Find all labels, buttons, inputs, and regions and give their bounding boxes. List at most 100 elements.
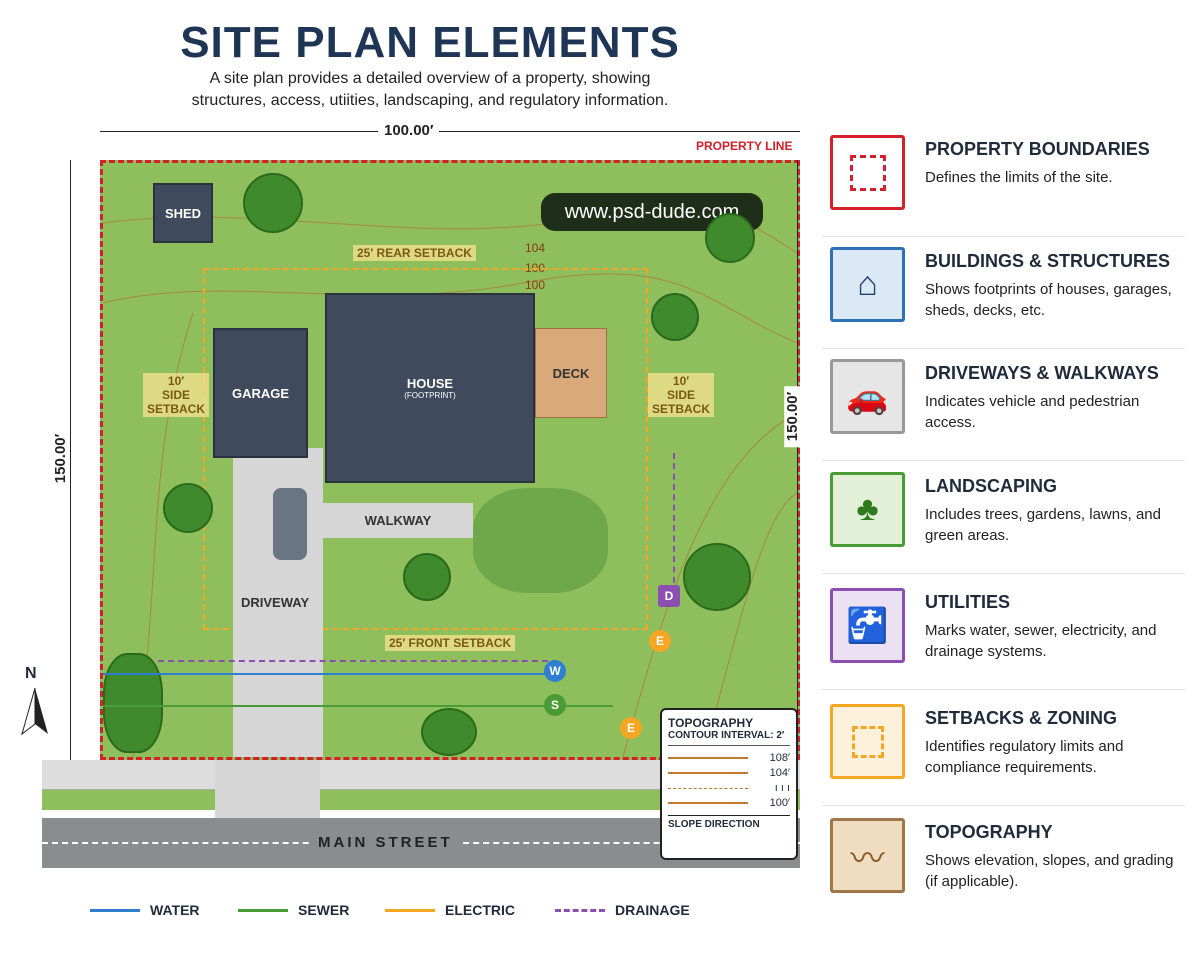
car-icon: 🚗 (830, 359, 905, 434)
card-description: Includes trees, gardens, lawns, and gree… (925, 506, 1161, 544)
water-marker: W (544, 660, 566, 682)
card-title: DRIVEWAYS & WALKWAYS (925, 363, 1159, 383)
contour-value: 100′ (769, 797, 790, 809)
water-line (103, 673, 555, 675)
subtitle-line: A site plan provides a detailed overview… (209, 70, 651, 87)
house-sublabel: (FOOTPRINT) (404, 391, 456, 400)
card-utilities: 🚰 UTILITIES Marks water, sewer, electricit… (822, 578, 1185, 690)
north-arrow-icon (21, 688, 48, 736)
north-label: N (25, 665, 37, 682)
electric-marker: E (620, 717, 642, 739)
contour-value: 104′ (769, 767, 790, 779)
sewer-marker: S (544, 694, 566, 716)
card-driveways: 🚗 DRIVEWAYS & WALKWAYS Indicates vehicle a… (822, 349, 1185, 461)
driveway-label: DRIVEWAY (241, 595, 310, 610)
tree (403, 553, 451, 601)
tree (683, 543, 751, 611)
sewer-line (103, 705, 613, 707)
card-description: Shows footprints of houses, garages, she… (925, 281, 1172, 319)
tree (103, 653, 163, 753)
contour-icon: 〰 (830, 818, 905, 893)
depth-dimension-left: 150.00′ (52, 427, 70, 490)
card-title: BUILDINGS & STRUCTURES (925, 251, 1171, 271)
card-description: Indicates vehicle and pedestrian access. (925, 393, 1140, 431)
card-buildings: ⌂ BUILDINGS & STRUCTURES Shows footprints … (822, 237, 1185, 349)
dashed-square-icon (830, 704, 905, 779)
street-label: MAIN STREET (310, 834, 461, 851)
tree (421, 708, 477, 756)
depth-dimension-right: 150.00′ (784, 385, 802, 448)
contour-label: 104 (525, 241, 546, 255)
deck: DECK (535, 328, 607, 418)
legend-label: WATER (150, 902, 200, 918)
dashed-square-icon (830, 135, 905, 210)
side-setback-left-label: 10′ SIDE SETBACK (143, 373, 210, 417)
faucet-icon: 🚰 (830, 588, 905, 663)
card-description: Marks water, sewer, electricity, and dra… (925, 622, 1157, 660)
card-title: UTILITIES (925, 592, 1010, 612)
tree (243, 173, 303, 233)
card-description: Defines the limits of the site. (925, 169, 1113, 186)
side-setback-right-label: 10′ SIDE SETBACK (648, 373, 715, 417)
garden-bed (473, 488, 608, 593)
contour-value: 108′ (769, 752, 790, 764)
card-description: Identifies regulatory limits and complia… (925, 738, 1124, 776)
card-title: PROPERTY BOUNDARIES (925, 139, 1150, 159)
card-title: LANDSCAPING (925, 476, 1058, 496)
width-dimension-line (100, 131, 800, 132)
drainage-swatch (555, 908, 605, 912)
topography-legend-title: TOPOGRAPHY (668, 716, 754, 730)
garage-label: GARAGE (231, 385, 290, 401)
page-title: SITE PLAN ELEMENTS (180, 18, 680, 67)
tree (163, 483, 213, 533)
card-description: Shows elevation, slopes, and grading (if… (925, 852, 1174, 890)
rear-setback-label: 25′ REAR SETBACK (353, 245, 476, 261)
walkway-label: WALKWAY (364, 513, 432, 528)
tree (705, 213, 755, 263)
sewer-swatch (238, 908, 288, 912)
water-swatch (90, 908, 140, 912)
car (273, 488, 307, 560)
depth-dimension-line (70, 160, 71, 760)
drainage-line (158, 660, 558, 662)
drainage-marker: D (658, 585, 680, 607)
subtitle: A site plan provides a detailed overview… (100, 68, 760, 112)
setback-zone (203, 268, 648, 630)
legend-label: ELECTRIC (445, 902, 515, 918)
deck-label: DECK (552, 365, 590, 381)
legend-electric: ELECTRIC (385, 902, 515, 918)
legend-sewer: SEWER (238, 902, 349, 918)
slope-direction-label: SLOPE DIRECTION (668, 815, 790, 830)
card-landscaping: ♣ LANDSCAPING Includes trees, gardens, law… (822, 462, 1185, 574)
electric-swatch (385, 908, 435, 912)
driveway-apron (215, 760, 320, 820)
shed-label: SHED (164, 205, 202, 221)
card-topography: 〰 TOPOGRAPHY Shows elevation, slopes, and … (822, 808, 1185, 920)
walkway: WALKWAY (323, 503, 473, 538)
legend-drainage: DRAINAGE (555, 902, 690, 918)
house-icon: ⌂ (830, 247, 905, 322)
electric-marker: E (649, 630, 671, 652)
contour-value: ı ı ı (774, 782, 790, 794)
legend-label: DRAINAGE (615, 902, 690, 918)
card-property-boundaries: PROPERTY BOUNDARIES Defines the limits of… (822, 125, 1185, 237)
house: HOUSE(FOOTPRINT) (325, 293, 535, 483)
house-label: HOUSE (406, 376, 454, 391)
width-dimension: 100.00′ (378, 122, 440, 139)
legend-water: WATER (90, 902, 200, 918)
shed: SHED (153, 183, 213, 243)
contour-label: 100 (525, 278, 546, 292)
subtitle-line: structures, access, utiities, landscapin… (191, 92, 669, 109)
card-setbacks: SETBACKS & ZONING Identifies regulatory l… (822, 694, 1185, 806)
garage: GARAGE (213, 328, 308, 458)
card-title: SETBACKS & ZONING (925, 708, 1118, 728)
drainage-line (673, 453, 675, 593)
tree-icon: ♣ (830, 472, 905, 547)
site-map: www.psd-dude.com 104 100 100 SHED 25′ RE… (100, 160, 800, 760)
tree (651, 293, 699, 341)
card-title: TOPOGRAPHY (925, 822, 1053, 842)
property-line-label: PROPERTY LINE (696, 139, 793, 153)
depth-dimension-line (797, 160, 798, 760)
topography-legend: TOPOGRAPHY CONTOUR INTERVAL: 2′ 108′ 104… (660, 708, 798, 860)
contour-interval: CONTOUR INTERVAL: 2′ (668, 730, 790, 746)
